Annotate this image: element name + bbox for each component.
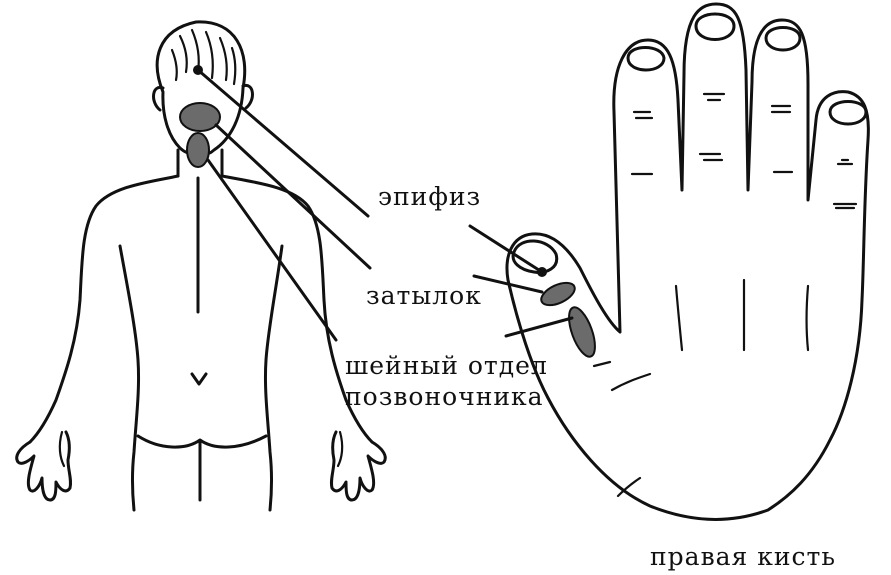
cervical-pointer-hand <box>504 316 574 338</box>
finger-creases <box>630 92 858 210</box>
body-pointer-lines <box>196 68 372 342</box>
hand-cervical-zone <box>568 306 596 358</box>
epiphysis-label: эпифиз <box>378 182 482 211</box>
left-hand-outline <box>15 430 73 502</box>
middle-fingernail <box>694 12 736 41</box>
cervical-spine-label-line2: позвоночника <box>345 382 544 411</box>
human-body-figure <box>15 20 387 512</box>
index-fingernail <box>626 46 666 72</box>
torso-outline <box>28 174 374 512</box>
hand-outline <box>505 2 870 521</box>
occiput-pointer-hand <box>472 274 544 294</box>
hair-strokes <box>170 28 237 86</box>
epiphysis-pointer-hand <box>468 224 544 274</box>
cervical-spine-label-line1: шейный отдел <box>345 351 548 380</box>
neck-outline <box>176 148 224 178</box>
right-ear <box>241 83 254 110</box>
right-hand-finger-line <box>336 430 344 468</box>
buttocks-outline <box>136 434 268 502</box>
occiput-label: затылок <box>366 281 482 310</box>
occiput-zone <box>179 102 221 132</box>
thumbnail <box>511 239 559 274</box>
little-fingernail <box>828 100 868 126</box>
palm-lines <box>592 278 810 498</box>
head-outline <box>155 20 247 157</box>
left-ear <box>152 85 165 112</box>
hand-pointer-lines <box>468 224 574 338</box>
right-hand-body-outline <box>329 430 387 502</box>
right-hand-caption: правая кисть <box>650 542 836 571</box>
occiput-pointer-body <box>214 123 372 270</box>
epiphysis-pointer-body <box>196 68 370 218</box>
hand-occiput-zone <box>540 281 576 307</box>
ring-fingernail <box>764 26 802 52</box>
left-hand-finger-line <box>58 430 66 468</box>
cervical-pointer-body <box>206 158 338 342</box>
right-hand-figure <box>505 2 870 521</box>
cervical-spine-zone <box>186 132 210 168</box>
lower-back-mark <box>190 372 208 386</box>
